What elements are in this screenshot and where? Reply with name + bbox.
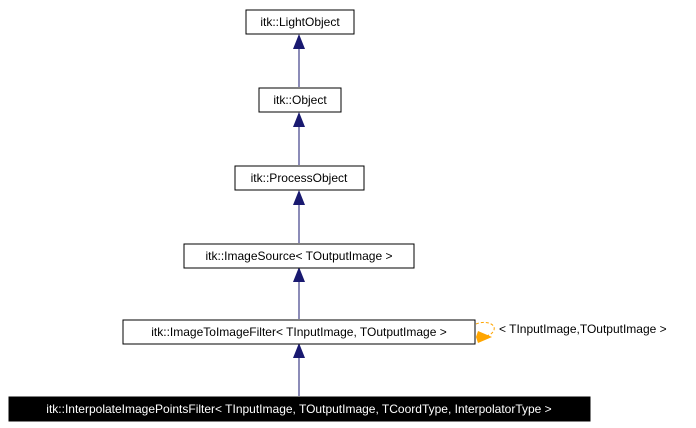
- edge-imagetoimagefilter-to-imagesource: [293, 267, 305, 319]
- edge-processobject-to-object: [293, 112, 305, 165]
- node-image-source[interactable]: itk::ImageSource< TOutputImage >: [183, 243, 415, 269]
- node-label: itk::ProcessObject: [251, 171, 348, 185]
- node-label: itk::ImageToImageFilter< TInputImage, TO…: [151, 325, 447, 339]
- node-interpolate-image-points-filter[interactable]: itk::InterpolateImagePointsFilter< TInpu…: [8, 396, 591, 422]
- node-object[interactable]: itk::Object: [258, 87, 342, 113]
- node-image-to-image-filter[interactable]: itk::ImageToImageFilter< TInputImage, TO…: [122, 319, 476, 345]
- edge-object-to-lightobject: [293, 34, 305, 87]
- node-light-object[interactable]: itk::LightObject: [245, 9, 355, 35]
- edge-template-self-loop: [475, 321, 495, 343]
- node-label: itk::InterpolateImagePointsFilter< TInpu…: [46, 402, 551, 416]
- node-label: itk::LightObject: [260, 15, 340, 29]
- edge-interpolatefilter-to-imagetoimagefilter: [293, 343, 305, 396]
- node-process-object[interactable]: itk::ProcessObject: [234, 165, 365, 191]
- template-edge-label: < TInputImage,TOutputImage >: [499, 322, 667, 336]
- edge-imagesource-to-processobject: [293, 190, 305, 243]
- node-label: itk::ImageSource< TOutputImage >: [206, 249, 393, 263]
- node-label: itk::Object: [273, 93, 327, 107]
